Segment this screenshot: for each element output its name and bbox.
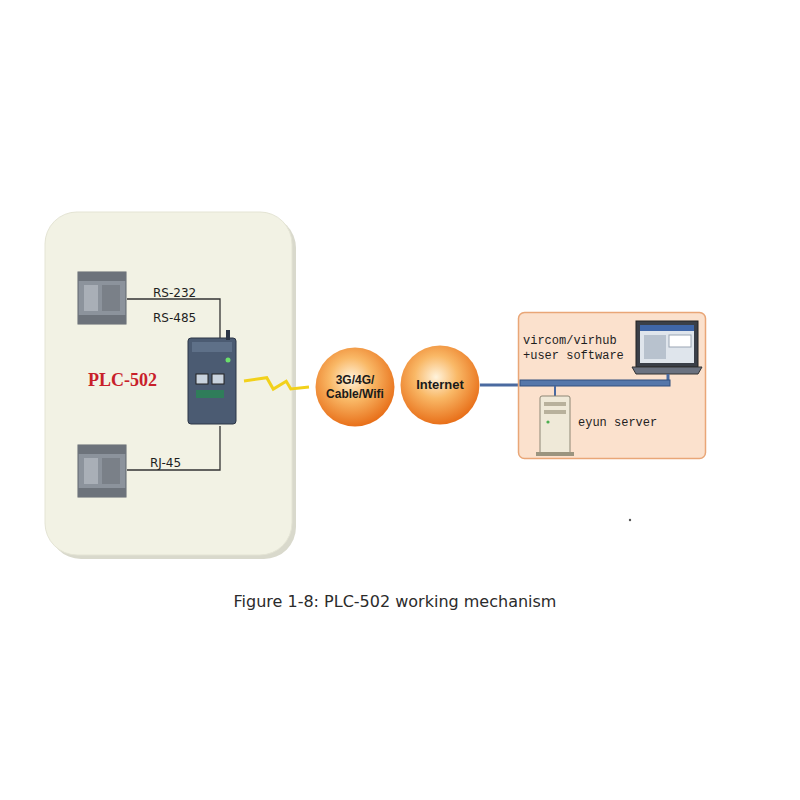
gateway-device: PLC-502 bbox=[86, 336, 238, 426]
ethernet-wire bbox=[127, 426, 220, 470]
port-label: RS-485 bbox=[153, 311, 196, 325]
server-label: eyun server bbox=[578, 416, 698, 431]
circle-label: Internet bbox=[416, 378, 464, 392]
server-panel: vircom/virhub +user software eyun server bbox=[518, 312, 706, 459]
plc-unit bbox=[78, 272, 126, 324]
serial-wire bbox=[127, 299, 220, 338]
port-label: RJ-45 bbox=[150, 456, 181, 470]
network-link bbox=[480, 385, 518, 386]
figure-caption: Figure 1-8: PLC-502 working mechanism bbox=[234, 592, 557, 612]
port-label: RS-232 bbox=[153, 286, 196, 300]
device-label: PLC-502 bbox=[88, 370, 157, 390]
software-label: vircom/virhub +user software bbox=[523, 334, 631, 364]
site-panel bbox=[45, 212, 292, 555]
dot bbox=[629, 519, 631, 521]
circle-label: 3G/4G/ Cable/Wifi bbox=[322, 373, 388, 401]
network-circle: 3G/4G/ Cable/Wifi bbox=[315, 347, 395, 427]
internet-circle: Internet bbox=[400, 345, 480, 425]
plc-unit bbox=[78, 445, 126, 497]
wireless-link bbox=[244, 378, 309, 389]
